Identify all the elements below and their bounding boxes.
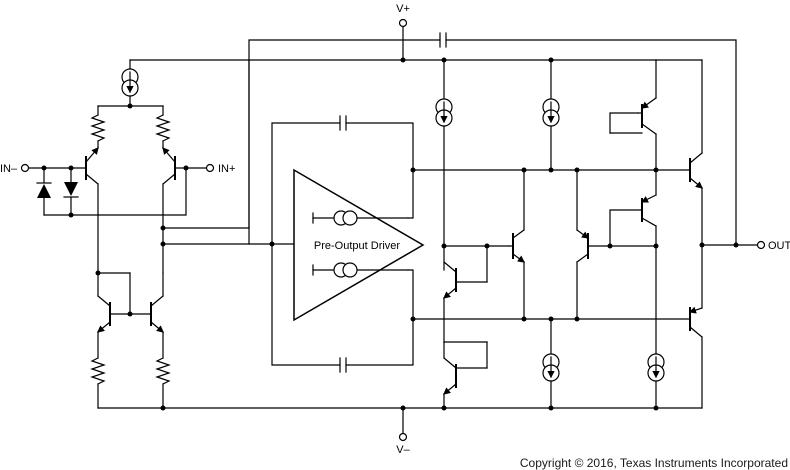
protection-diodes bbox=[36, 165, 189, 218]
output-stage bbox=[655, 59, 766, 409]
out-terminal bbox=[756, 240, 766, 250]
in-minus-label: IN– bbox=[0, 163, 18, 175]
copyright-text: Copyright © 2016, Texas Instruments Inco… bbox=[520, 456, 788, 470]
diode-icon bbox=[37, 184, 51, 198]
driver-label: Pre-Output Driver bbox=[314, 240, 401, 252]
resistor-icon bbox=[90, 357, 106, 385]
vplus-label: V+ bbox=[396, 3, 410, 15]
driver-triangle bbox=[293, 168, 425, 322]
output-bias-network bbox=[435, 59, 665, 409]
resistor-icon bbox=[155, 114, 171, 142]
input-stage bbox=[20, 59, 250, 409]
in-plus-label: IN+ bbox=[218, 163, 235, 175]
in-minus-terminal bbox=[20, 163, 30, 173]
resistor-icon bbox=[155, 357, 171, 385]
resistor-icon bbox=[90, 114, 106, 142]
vminus-label: V– bbox=[396, 444, 410, 456]
diode-icon bbox=[64, 182, 78, 196]
out-label: OUT bbox=[768, 240, 790, 252]
vplus-terminal bbox=[398, 18, 408, 28]
supply-rails bbox=[97, 18, 703, 442]
vminus-terminal bbox=[398, 432, 408, 442]
in-plus-terminal bbox=[205, 163, 215, 173]
